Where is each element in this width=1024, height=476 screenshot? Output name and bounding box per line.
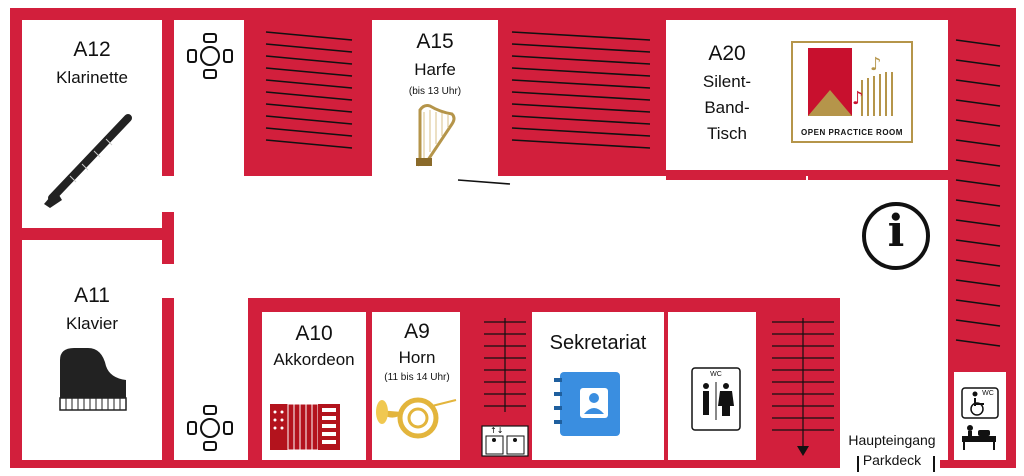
entrance-label-line1: Haupteingang [848,432,936,448]
elevator-icon: ↑↓ [481,425,529,457]
room-a15-name: Harfe [414,60,456,79]
room-a9-name: Horn [398,348,436,367]
open-practice-room-logo: ♪ ♪ [791,41,913,143]
room-a15-note: (bis 13 Uhr) [408,86,462,97]
corridor [162,176,948,298]
grand-piano-icon [59,348,127,411]
wc-label: WC [710,371,722,378]
room-a20-name-line2: Band- [704,98,750,117]
room-a10-name: Akkordeon [273,350,355,369]
info-symbol: i [887,206,905,257]
room-a12-code: A12 [73,38,111,61]
info-icon[interactable] [862,202,930,270]
room-a20-name-line1: Silent- [702,72,752,91]
entrance-label-line2: Parkdeck [862,452,922,468]
room-office-name: Sekretariat [549,332,647,354]
entrance-hall [840,298,948,460]
room-a15-code: A15 [416,30,454,53]
room-a11-name: Klavier [66,314,118,333]
room-a11-code: A11 [74,284,110,307]
svg-text:↑↓: ↑↓ [490,426,503,435]
staircase-left [484,318,526,412]
table-chairs-icon [187,33,233,79]
svg-text:♪: ♪ [870,54,882,75]
wheelchair-icon [961,387,999,419]
room-a10-code: A10 [295,322,333,345]
accessible-wc-label: WC [982,390,994,397]
staircase-right [772,318,834,456]
harp-icon [416,104,456,167]
seating-area-top [174,20,244,176]
table-chairs-icon [187,405,233,451]
room-a9-code: A9 [404,320,430,343]
french-horn-icon [376,397,457,439]
baby-changing-icon [962,425,996,450]
restroom-icon [691,367,741,431]
accordion-icon [270,403,340,451]
room-a9-note: (11 bis 14 Uhr) [384,372,450,383]
corridor-west [22,176,162,228]
contacts-book-icon [554,372,620,436]
room-a12-name: Klarinette [56,68,128,87]
room-a20-name-line3: Tisch [707,124,747,143]
logo-text: OPEN PRACTICE ROOM [801,128,903,137]
storage-racks-top [265,31,1001,347]
clarinet-icon [44,114,132,208]
svg-text:♪: ♪ [852,88,864,109]
room-a20-code: A20 [708,42,746,65]
